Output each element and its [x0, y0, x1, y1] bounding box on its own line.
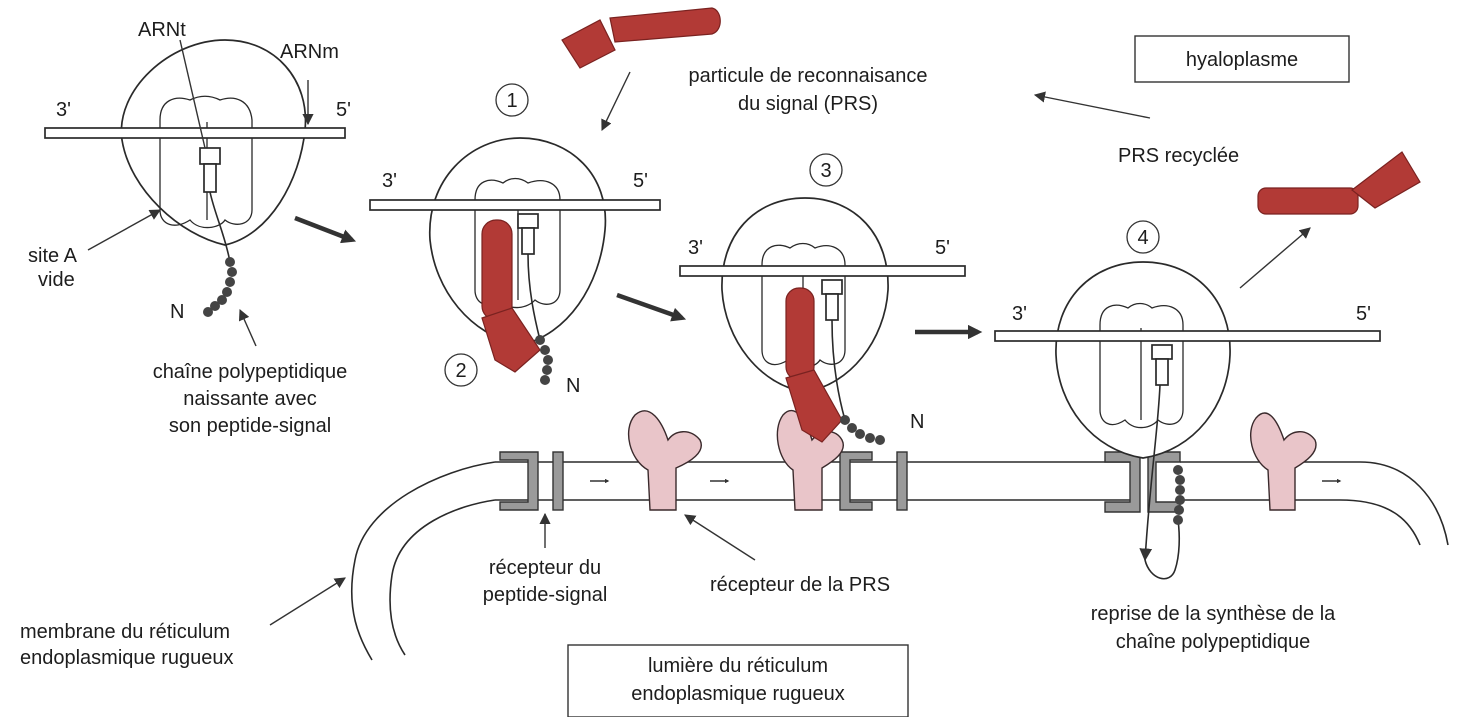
label-3prime-b: 3' — [382, 170, 397, 192]
label-3prime-c: 3' — [688, 237, 703, 259]
label-prs-2: du signal (PRS) — [738, 93, 878, 115]
signal-peptide-beads-d — [1173, 465, 1185, 525]
svg-text:3: 3 — [820, 160, 831, 182]
mrna-a — [45, 128, 345, 138]
prs-free-top — [562, 8, 720, 68]
label-membrane-1: membrane du réticulum — [20, 621, 230, 643]
ribosome-free — [121, 40, 305, 245]
step-marker-2: 2 — [445, 354, 477, 386]
label-n-c: N — [910, 411, 924, 433]
signal-peptide-beads-c — [840, 415, 885, 445]
label-peptide-receptor-1: récepteur du — [489, 557, 601, 579]
svg-text:2: 2 — [455, 360, 466, 382]
site-a-pointer — [88, 210, 160, 250]
step-arrow-1 — [295, 218, 352, 240]
translocon-middle — [840, 452, 907, 510]
step-marker-3: 3 — [810, 154, 842, 186]
chain-pointer — [240, 310, 256, 346]
label-reprise-1: reprise de la synthèse de la — [1091, 603, 1336, 625]
label-prs-recyclee: PRS recyclée — [1118, 145, 1239, 167]
label-5prime-c: 5' — [935, 237, 950, 259]
label-chain-3: son peptide-signal — [169, 415, 331, 437]
label-site-a-vide: vide — [38, 269, 75, 291]
signal-peptide-beads-a — [203, 257, 237, 317]
step-arrow-2 — [617, 295, 682, 318]
translocon-left — [500, 452, 563, 510]
label-3prime-d: 3' — [1012, 303, 1027, 325]
ribosome-step1 — [430, 138, 606, 345]
label-lumiere-2: endoplasmique rugueux — [631, 683, 845, 705]
svg-text:4: 4 — [1137, 227, 1148, 249]
prs-receptor-1 — [629, 411, 702, 510]
prs-recycle-arrow — [1035, 95, 1150, 118]
label-peptide-receptor-2: peptide-signal — [483, 584, 608, 606]
label-n-a: N — [170, 301, 184, 323]
label-3prime-a: 3' — [56, 99, 71, 121]
label-prs-receptor: récepteur de la PRS — [710, 574, 890, 596]
label-chain-1: chaîne polypeptidique — [153, 361, 348, 383]
mrna-b — [370, 200, 660, 210]
label-5prime-b: 5' — [633, 170, 648, 192]
label-chain-2: naissante avec — [183, 388, 316, 410]
prs-receptor-pointer — [685, 515, 755, 560]
label-membrane-2: endoplasmique rugueux — [20, 647, 234, 669]
label-arnt: ARNt — [138, 19, 186, 41]
label-lumiere-1: lumière du réticulum — [648, 655, 828, 677]
step-marker-1: 1 — [496, 84, 528, 116]
label-site-a: site A — [28, 245, 78, 267]
mrna-d — [995, 331, 1380, 341]
membrane-pointer — [270, 578, 345, 625]
chain-d-loop — [1145, 520, 1179, 579]
label-5prime-a: 5' — [336, 99, 351, 121]
label-5prime-d: 5' — [1356, 303, 1371, 325]
label-reprise-2: chaîne polypeptidique — [1116, 631, 1311, 653]
label-hyaloplasme: hyaloplasme — [1186, 49, 1298, 71]
prs-arrow-in — [602, 72, 630, 130]
prs-recycled — [1258, 152, 1420, 214]
label-prs-1: particule de reconnaisance — [688, 65, 927, 87]
label-n-b: N — [566, 375, 580, 397]
signal-peptide-beads-b — [535, 335, 553, 385]
svg-text:1: 1 — [506, 90, 517, 112]
prs-release-arrow — [1240, 228, 1310, 288]
label-arnm: ARNm — [280, 41, 339, 63]
translocon-right — [1105, 452, 1180, 512]
ribosome-step4 — [1056, 262, 1230, 458]
mrna-c — [680, 266, 965, 276]
step-marker-4: 4 — [1127, 221, 1159, 253]
